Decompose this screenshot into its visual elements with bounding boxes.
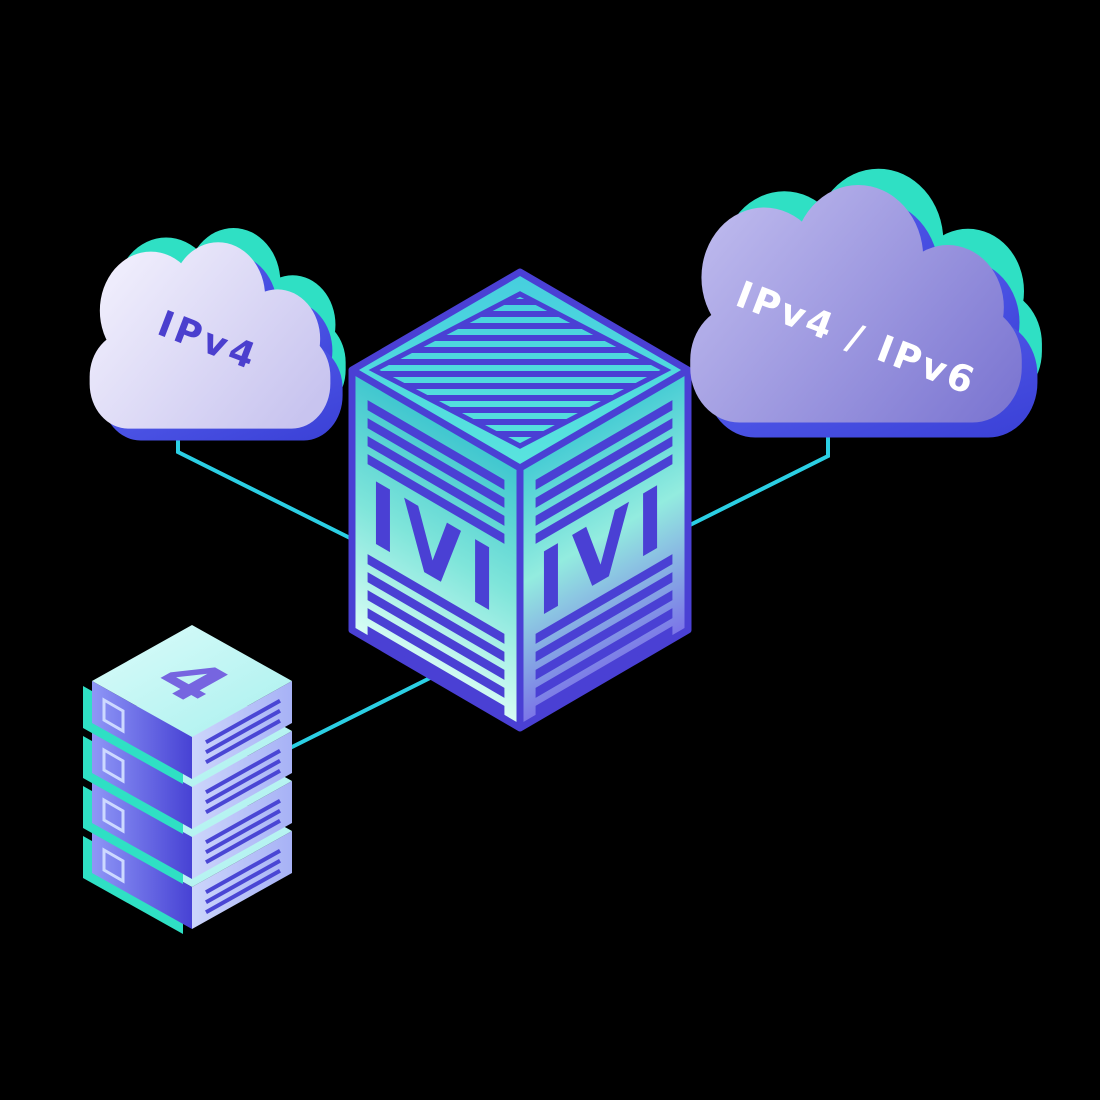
dual-stack-cloud: IPv4 / IPv6	[690, 168, 1042, 438]
cube-top-inset-border	[368, 291, 672, 449]
cube-left-face-stripes	[367, 400, 505, 716]
cube-top-stripes-lines	[374, 299, 666, 437]
cube-left-face: IVI	[352, 370, 521, 728]
cube-edges	[348, 268, 692, 732]
cube-top-stripes	[374, 299, 666, 437]
cube-right-face-stripes	[535, 400, 673, 716]
ivi-translator: IVI IVI	[348, 268, 692, 732]
ipv4-cloud: IPv4	[89, 228, 346, 441]
server-stack: 4	[81, 623, 294, 936]
connector-server-stack	[289, 675, 433, 750]
cube-right-face: IVI	[520, 370, 689, 728]
